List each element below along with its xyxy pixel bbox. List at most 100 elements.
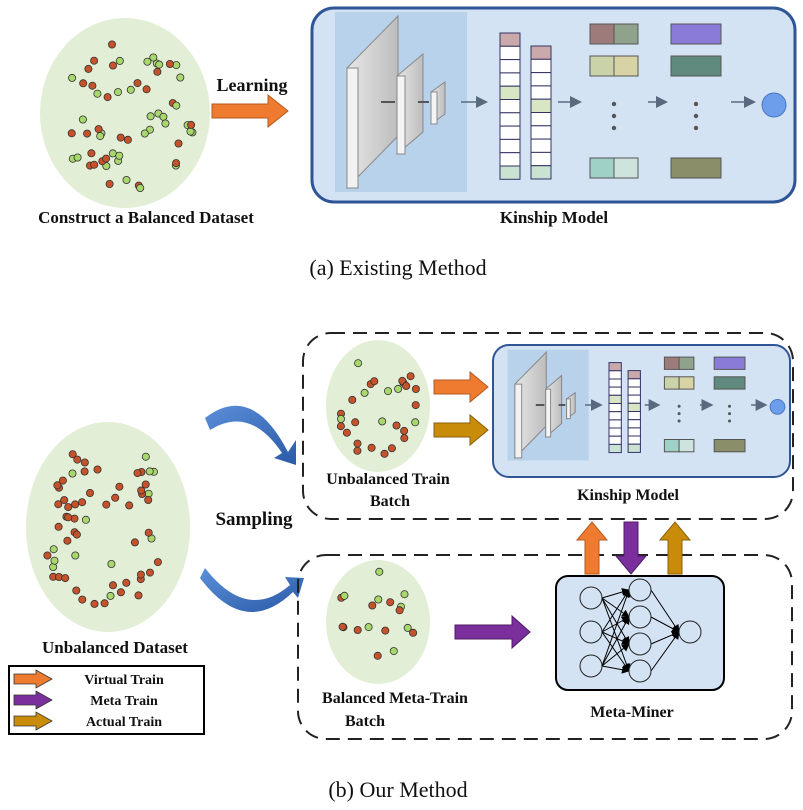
feature-cell: [530, 151, 552, 167]
sample-dot-green: [136, 183, 145, 192]
pair-vector: [663, 376, 680, 390]
sample-dot-green: [96, 132, 105, 141]
sample-dot-red: [411, 384, 420, 393]
sample-dot-green: [360, 388, 369, 397]
sample-dot-red: [386, 598, 395, 607]
feature-cell: [499, 165, 521, 180]
legend-item-label: Actual Train: [86, 715, 162, 730]
train-batch-label-1: Unbalanced Train: [326, 471, 450, 488]
sample-dot-red: [125, 501, 134, 510]
sample-dot-red: [79, 79, 88, 88]
fused-vector: [670, 23, 722, 45]
sample-dot-green: [146, 112, 155, 121]
sample-dot-red: [380, 449, 389, 458]
feature-cell: [608, 427, 622, 437]
sample-dot-red: [61, 574, 70, 583]
meta-miner-box: [555, 575, 725, 691]
feature-cell: [627, 394, 641, 404]
model-label-a: Kinship Model: [500, 208, 608, 227]
sample-dot-red: [80, 458, 89, 467]
sample-dot-red: [109, 581, 118, 590]
sample-dot-green: [176, 73, 185, 82]
feature-cell: [530, 112, 552, 127]
sample-dot-red: [63, 536, 72, 545]
feature-cell: [499, 152, 521, 167]
sample-dot-red: [83, 129, 92, 138]
nn-node: [628, 578, 652, 602]
legend-arrow-swatch: [13, 669, 53, 689]
sample-dot-red: [73, 455, 82, 464]
sample-dot-red: [142, 85, 151, 94]
train-batch-blob: [326, 340, 430, 472]
caption-a: (a) Existing Method: [309, 255, 486, 280]
sample-dot-green: [394, 384, 403, 393]
sample-dot-red: [174, 139, 183, 148]
feature-cell: [499, 125, 521, 140]
meta-train-arrow: [454, 614, 531, 650]
nn-node: [628, 605, 652, 629]
sample-dot-red: [103, 93, 112, 102]
sample-dot-red: [53, 481, 62, 490]
sample-dot-red: [165, 60, 174, 69]
sample-dot-red: [64, 503, 73, 512]
fused-vector: [713, 356, 746, 370]
sample-dot-red: [387, 444, 396, 453]
pair-vector: [589, 55, 615, 77]
sample-dot-red: [348, 395, 357, 404]
sample-dot-red: [105, 179, 114, 188]
fused-vector: [670, 55, 722, 77]
sample-dot-red: [80, 467, 89, 476]
feature-cell: [530, 125, 552, 140]
learning-arrow: [211, 93, 289, 129]
train-batch-label-2: Batch: [370, 493, 410, 510]
learning-label: Learning: [216, 75, 287, 95]
sample-dot-green: [364, 623, 373, 632]
sample-dot-red: [102, 500, 111, 509]
sample-dot-green: [49, 545, 58, 554]
sample-dot-red: [86, 488, 95, 497]
sample-dot-red: [84, 64, 93, 73]
feature-cell: [608, 403, 622, 413]
legend-item-label: Meta Train: [90, 694, 158, 709]
sampling-label: Sampling: [215, 509, 293, 530]
feature-cell: [499, 45, 521, 61]
sample-dot-green: [155, 60, 164, 69]
sample-dot-red: [144, 495, 153, 504]
sample-dot-red: [187, 120, 196, 129]
feature-cell: [530, 138, 552, 153]
sample-dot-green: [383, 387, 392, 396]
caption-b: (b) Our Method: [328, 777, 467, 802]
sample-dot-red: [400, 426, 409, 435]
sample-dot-green: [141, 452, 150, 461]
sample-dot-red: [381, 626, 390, 635]
actual-train-arrow: [433, 413, 489, 447]
virtual-train-up-arrow: [575, 521, 609, 575]
sample-dot-green: [122, 175, 131, 184]
sample-dot-red: [144, 528, 153, 537]
output-node: [761, 92, 787, 118]
meta-train-down-arrow: [614, 521, 648, 575]
sample-dot-green: [73, 153, 82, 162]
dataset-blob-b: [26, 422, 190, 632]
fused-vector: [713, 439, 746, 453]
sample-dot-red: [134, 591, 143, 600]
meta-batch-label-2: Batch: [345, 713, 385, 730]
legend-arrow-swatch: [13, 690, 53, 710]
sample-dot-red: [67, 129, 76, 138]
sample-dot-red: [102, 154, 111, 163]
sample-dot-red: [133, 79, 142, 88]
nn-node: [579, 654, 603, 678]
train-container: [302, 332, 794, 520]
sample-dot-red: [409, 628, 418, 637]
feature-cell: [608, 443, 622, 454]
feature-cell: [627, 402, 641, 412]
sample-dot-green: [389, 647, 398, 656]
sample-dot-red: [78, 498, 87, 507]
feature-cell: [627, 370, 641, 380]
sample-dot-red: [153, 67, 162, 76]
feature-cell: [627, 435, 641, 445]
meta-batch-label-1: Balanced Meta-Train: [322, 690, 468, 707]
